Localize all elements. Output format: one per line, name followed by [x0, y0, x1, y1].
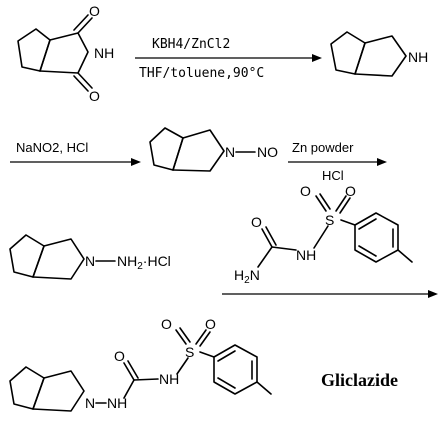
nitroso-no-label: NO — [257, 144, 278, 160]
step3-reagent-above: Zn powder — [292, 140, 354, 155]
reagent-nh-s-bond — [313, 225, 329, 249]
reagent-s-o2-double — [339, 197, 351, 214]
reagent-s-o1 — [315, 195, 327, 212]
nitroso-ring-n: N — [225, 144, 235, 160]
step1-reagent-below: THF/toluene,90°C — [139, 66, 264, 81]
product-nh-s-bond — [176, 357, 189, 375]
imide-nh-label: NH — [94, 45, 114, 61]
imide-carbonyl-top — [77, 17, 93, 34]
reagent-h2n-label: H2N — [234, 267, 260, 286]
reagent-s-ring-bond — [340, 219, 356, 226]
product-benzene-double-3 — [217, 377, 236, 389]
step2-arrow — [10, 158, 141, 166]
product-name-label: Gliclazide — [321, 370, 398, 390]
reagent-benzene-double-3 — [358, 245, 377, 257]
product-s-o2 — [195, 329, 207, 345]
hydrazine-pyrrolidine-ring — [32, 238, 85, 280]
reagent-c-o-double — [265, 226, 277, 246]
reagent-s-o1-double — [319, 193, 331, 210]
product-nh-c-bond — [123, 379, 135, 399]
reagent-sulfonyl-o1: O — [300, 183, 311, 199]
imide-oxygen-bottom: O — [89, 88, 100, 104]
reagent-benzene-ring — [354, 212, 399, 263]
reagent-benzene-double-1 — [358, 218, 377, 230]
amine-cyclopentane-ring — [330, 31, 366, 75]
reagent-nh-label: NH — [296, 247, 316, 263]
step3-arrow — [288, 158, 387, 166]
step1-reagent-above: KBH4/ZnCl2 — [152, 37, 230, 52]
hydrazine-fusion-bond — [32, 245, 45, 278]
hydrazine-salt-label: ·HCl — [143, 253, 171, 269]
product-benzene-ring — [213, 344, 258, 395]
n-amino-hydrochloride: N NH2·HCl — [9, 234, 171, 280]
product-methyl-bond — [256, 381, 272, 395]
step2-reagent-above: NaNO2, HCl — [16, 140, 88, 155]
amine-nh-label: NH — [408, 49, 428, 65]
amine-fusion-bond — [354, 42, 366, 75]
reagent-c-o-bond — [261, 228, 273, 248]
step4-arrow — [222, 290, 438, 298]
product-cyclopentane-ring — [9, 366, 45, 410]
reagent-sulfur: S — [325, 212, 334, 228]
product-nh1-label: NH — [107, 395, 127, 411]
product-s-o1-double — [179, 327, 191, 343]
reagent-methyl-bond — [397, 249, 413, 263]
nitroso-cyclopentane-ring — [149, 127, 184, 171]
nitroso-fusion-bond — [172, 137, 184, 171]
imide-carbonyl-bottom-double — [73, 75, 89, 92]
nitroso-pyrrolidine-ring — [172, 129, 225, 172]
product-fusion-bond — [32, 377, 45, 410]
hydrazine-ring-n: N — [85, 253, 95, 269]
amine-pyrrolidine-ring — [354, 35, 407, 77]
product-sulfonyl-o2: O — [205, 316, 216, 332]
product-sulfonyl-o1: O — [161, 316, 172, 332]
product-c-o-bond — [123, 362, 135, 381]
product-s-ring-bond — [199, 351, 215, 358]
imide-carbonyl-bottom — [77, 72, 93, 89]
product-ring-n: N — [85, 395, 95, 411]
hydrazine-nh2-label: NH2·HCl — [117, 253, 171, 272]
product-c-nh2-bond — [133, 378, 159, 381]
product-sulfur: S — [185, 344, 194, 360]
product-s-o1 — [175, 329, 187, 345]
reagent-sulfonyl-o2: O — [345, 183, 356, 199]
imide-fusion-bond — [39, 39, 51, 72]
imide-oxygen-top: O — [89, 3, 100, 19]
n-nitroso-intermediate: N NO — [149, 127, 278, 172]
product-benzene-double-1 — [217, 350, 236, 362]
reagent-c-nh-bond — [271, 246, 297, 251]
product-pyrrolidine-ring — [32, 370, 85, 412]
step3-reagent-below: HCl — [322, 168, 344, 183]
product-nh2-label: NH — [159, 371, 179, 387]
bicyclic-amine-product: NH — [330, 31, 428, 77]
starting-imide: O O NH — [17, 3, 114, 104]
imide-cyclopentane-ring — [17, 28, 51, 72]
imide-ring — [39, 32, 89, 74]
reagent-s-o2 — [335, 195, 347, 212]
hydrazine-cyclopentane-ring — [9, 234, 45, 278]
step1-arrow — [135, 54, 322, 62]
product-carbonyl-o: O — [114, 348, 125, 364]
tosylurea-reagent: O NH H2N S O O — [234, 183, 413, 286]
reagent-h2n-c-bond — [257, 246, 273, 268]
imide-carbonyl-top-double — [73, 14, 89, 31]
product-s-o2-double — [199, 331, 211, 347]
gliclazide-product: N NH O NH S O O — [9, 316, 272, 412]
reagent-carbonyl-o: O — [251, 214, 262, 230]
product-c-o-double — [127, 360, 139, 379]
